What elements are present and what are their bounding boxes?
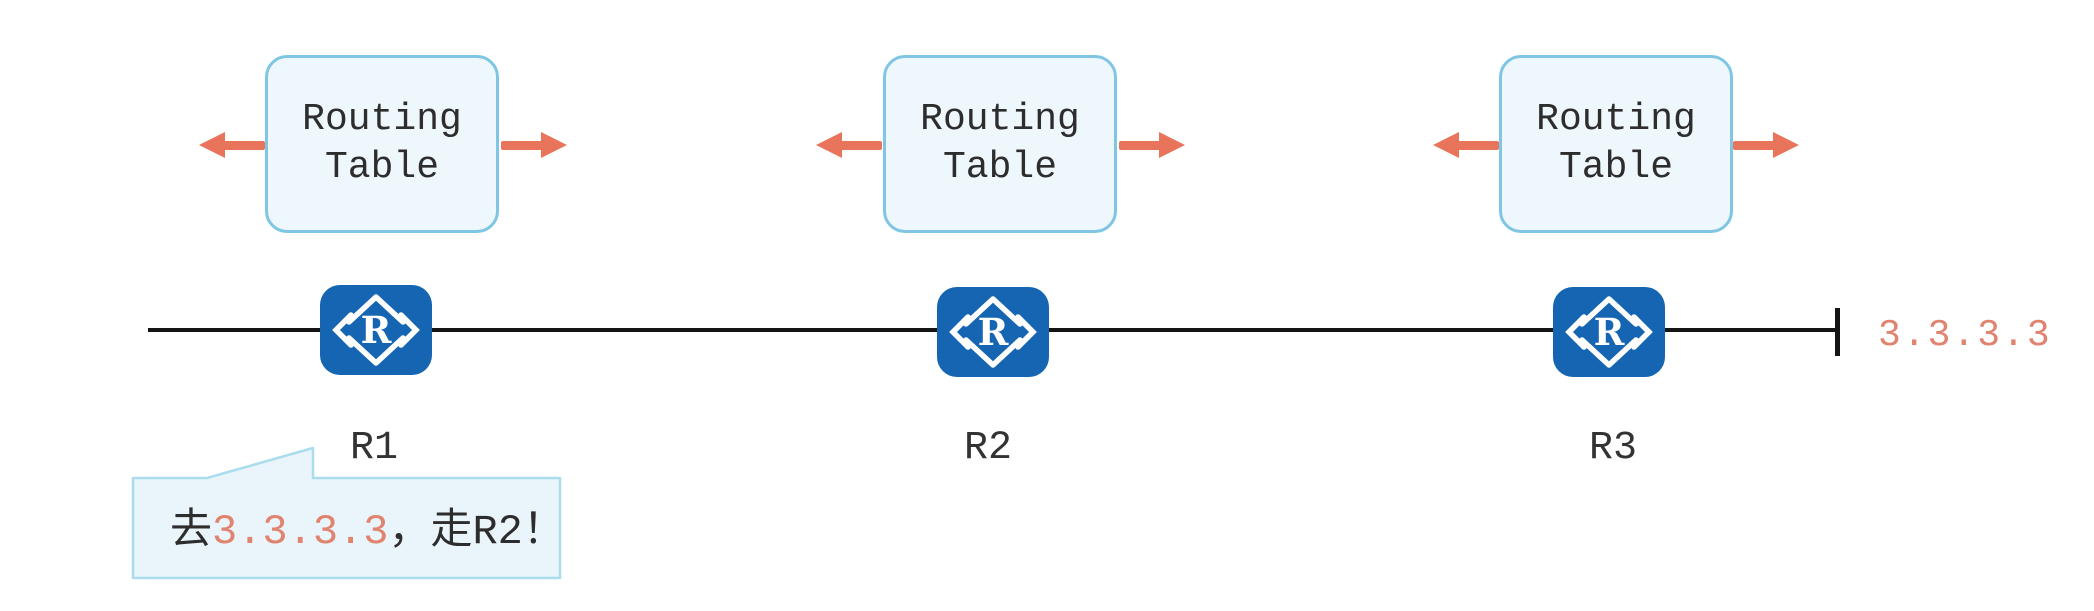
router-icon: R <box>1553 287 1665 377</box>
routing-table-label-line1: Routing <box>302 98 462 141</box>
left-arrow-icon <box>1433 132 1499 158</box>
routing-table-label-line1: Routing <box>920 98 1080 141</box>
callout-ip: 3.3.3.3 <box>212 508 389 556</box>
router-label-r1: R1 <box>349 426 399 471</box>
router-icon: R <box>320 285 432 375</box>
router-icon: R <box>937 287 1049 377</box>
routing-table-box-r3: Routing Table <box>1499 55 1733 233</box>
destination-ip-label: 3.3.3.3 <box>1878 314 2052 357</box>
callout-suffix: ，走R2！ <box>388 508 565 556</box>
routing-table-label-line1: Routing <box>1536 98 1696 141</box>
routing-table-box-r1: Routing Table <box>265 55 499 233</box>
routing-table-label-line2: Table <box>1558 146 1674 189</box>
right-arrow-icon <box>501 132 567 158</box>
router-label-r2: R2 <box>963 426 1013 471</box>
routing-table-label-line2: Table <box>942 146 1058 189</box>
routing-table-box-r2: Routing Table <box>883 55 1117 233</box>
link-endpoint-tick <box>1835 308 1840 356</box>
router-icon-letter: R <box>978 310 1009 354</box>
router-icon-letter: R <box>361 308 392 352</box>
callout-prefix: 去 <box>170 508 213 556</box>
right-arrow-icon <box>1119 132 1185 158</box>
callout-bubble <box>131 446 562 580</box>
routing-table-label-line2: Table <box>324 146 440 189</box>
left-arrow-icon <box>199 132 265 158</box>
router-label-r3: R3 <box>1588 426 1638 471</box>
right-arrow-icon <box>1733 132 1799 158</box>
router-icon-letter: R <box>1594 310 1625 354</box>
left-arrow-icon <box>816 132 882 158</box>
callout-text: 去3.3.3.3，走R2！ <box>170 506 565 558</box>
